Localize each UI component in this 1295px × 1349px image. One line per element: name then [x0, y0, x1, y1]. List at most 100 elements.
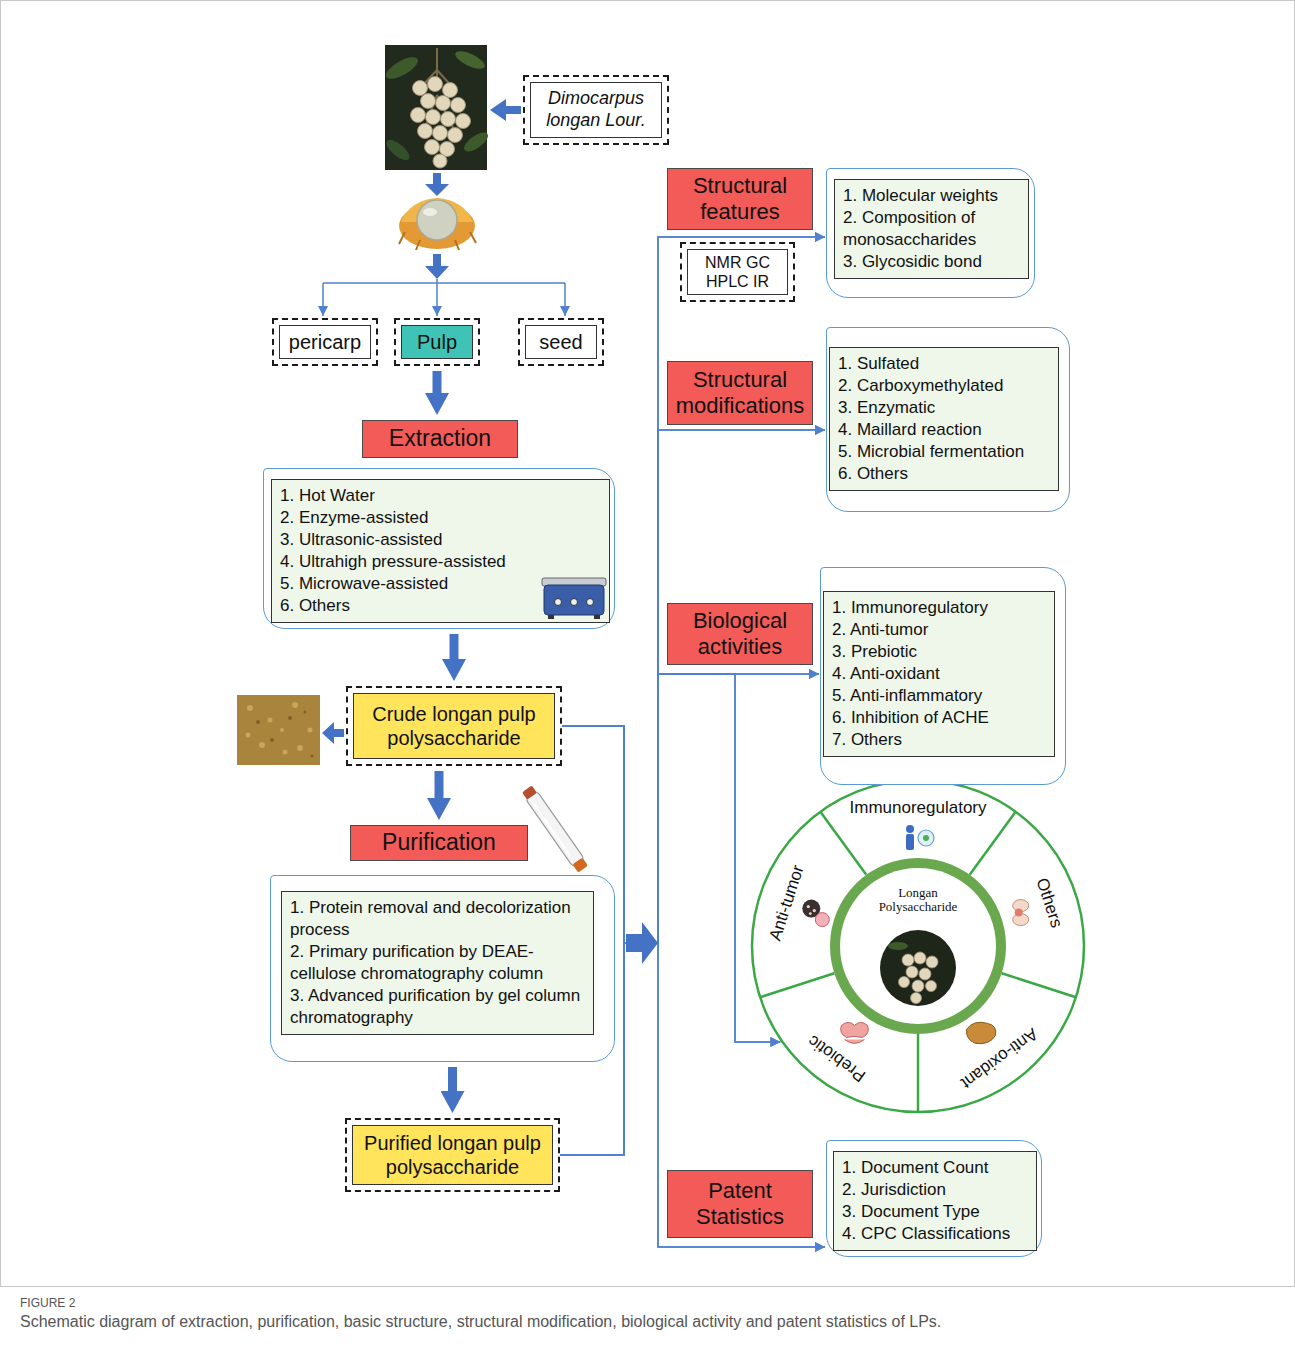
content-list: 1. Sulfated2. Carboxymethylated3. Enzyma… — [826, 327, 1070, 512]
column-tube — [521, 785, 589, 873]
wheel-drawing — [918, 830, 934, 846]
wheel-drawing — [752, 780, 1084, 1112]
header-text: Structural modifications — [670, 367, 810, 419]
box-text: Dimocarpus longan Lour. — [537, 88, 655, 131]
column-tube — [525, 790, 586, 868]
branch-lines — [436, 283, 438, 316]
branch-lines — [436, 279, 438, 283]
wheel-drawing — [888, 942, 908, 950]
column-tube — [533, 803, 570, 856]
longan-photo — [426, 110, 441, 125]
powder-photo — [237, 695, 320, 765]
list-item: 1. Document Count — [842, 1157, 1028, 1179]
ultrasonic-bath-icon — [571, 599, 578, 606]
segment-label: Anti-tumor — [765, 863, 808, 944]
box-fill: pericarp — [279, 325, 371, 359]
list-item: 3. Prebiotic — [832, 641, 1046, 663]
box-text: Crude longan pulp polysaccharide — [360, 702, 548, 750]
header-text: Extraction — [389, 425, 491, 452]
powder-photo — [270, 738, 274, 742]
list-item: 1. Sulfated — [838, 353, 1050, 375]
part-box: Pulp — [394, 318, 480, 366]
block-arrow — [626, 922, 658, 964]
powder-photo — [280, 728, 284, 732]
powder-photo — [308, 728, 313, 733]
wheel-drawing — [815, 913, 829, 927]
column-tube — [572, 858, 588, 873]
list-item: 5. Anti-inflammatory — [832, 685, 1046, 707]
figure-frame — [1, 1, 1295, 1287]
powder-photo — [288, 716, 292, 720]
list-item: 1. Molecular weights — [843, 185, 1020, 207]
ultrasonic-bath-icon — [594, 615, 600, 619]
box-text: NMR GC HPLC IR — [694, 253, 781, 291]
block-arrow — [435, 771, 444, 800]
box-fill: Crude longan pulp polysaccharide — [353, 693, 555, 759]
list-item: 2. Jurisdiction — [842, 1179, 1028, 1201]
wheel-drawing — [820, 812, 866, 875]
powder-photo — [246, 702, 313, 755]
list-item: 2. Primary purification by DEAE-cellulos… — [290, 941, 585, 985]
wheel-drawing — [880, 930, 956, 1006]
list-item: 5. Microbial fermentation — [838, 441, 1050, 463]
powder-photo — [292, 702, 298, 708]
caption: Schematic diagram of extraction, purific… — [20, 1313, 1270, 1331]
wheel-drawing — [802, 900, 829, 927]
ultrasonic-bath-icon — [555, 599, 562, 606]
list-item: 3. Ultrasonic-assisted — [280, 529, 601, 551]
wheel-drawing — [906, 825, 934, 850]
ultrasonic-bath-icon — [540, 576, 608, 620]
ultrasonic-bath-icon — [587, 599, 594, 606]
wheel-drawing — [926, 981, 937, 992]
powder-photo — [268, 718, 273, 723]
box-text: seed — [539, 330, 582, 354]
box-text: Pulp — [417, 330, 457, 354]
box-text: pericarp — [289, 330, 361, 354]
list-item: 4. Maillard reaction — [838, 419, 1050, 441]
opened-fruit — [399, 198, 476, 250]
method-box: NMR GC HPLC IR — [680, 242, 795, 302]
method-list: 1. Hot Water2. Enzyme-assisted3. Ultraso… — [263, 468, 615, 629]
wheel-drawing — [914, 952, 926, 964]
section-header: Biological activities — [667, 603, 813, 665]
step-header: Extraction — [362, 420, 518, 458]
header-text: Patent Statistics — [670, 1178, 810, 1230]
wheel-drawing — [1013, 900, 1029, 926]
list-item: 3. Glycosidic bond — [843, 251, 1020, 273]
powder-photo — [246, 733, 251, 738]
list-item: 1. Protein removal and decolorization pr… — [290, 897, 585, 941]
list-item: 3. Document Type — [842, 1201, 1028, 1223]
content-list: 1. Document Count2. Jurisdiction3. Docum… — [826, 1140, 1042, 1257]
segment-label: Prebiotic — [804, 1030, 869, 1085]
step-header: Purification — [350, 825, 528, 861]
header-text: Structural features — [670, 173, 810, 225]
wheel-drawing — [970, 812, 1016, 875]
list-item: 1. Hot Water — [280, 485, 601, 507]
longan-photo — [428, 77, 443, 92]
branch-lines — [323, 279, 565, 316]
longan-photo — [411, 108, 426, 123]
wheel-drawing — [809, 912, 812, 915]
wheel-drawing — [830, 858, 1006, 1034]
wheel-drawing — [807, 905, 810, 908]
longan-photo — [383, 136, 412, 163]
list-item: 5. Microwave-assisted — [280, 573, 601, 595]
list-item: 6. Others — [280, 595, 601, 617]
content-list: 1. Molecular weights2. Composition of mo… — [826, 168, 1035, 298]
box-text: Purified longan pulp polysaccharide — [359, 1131, 546, 1179]
wheel-drawing — [919, 968, 931, 980]
powder-photo — [283, 750, 288, 755]
segment-label: Others — [1032, 876, 1067, 931]
longan-photo — [448, 128, 463, 143]
section-header: Structural features — [667, 168, 813, 230]
wheel-drawing — [906, 966, 918, 978]
wheel-drawing — [966, 1022, 995, 1043]
list-panel: 1. Document Count2. Jurisdiction3. Docum… — [833, 1151, 1037, 1251]
wheel-drawing — [760, 973, 834, 997]
opened-fruit — [417, 200, 457, 240]
block-arrow — [448, 1067, 457, 1093]
longan-photo — [441, 112, 456, 127]
segment-label: Anti-oxidant — [957, 1023, 1041, 1092]
list-item: 2. Anti-tumor — [832, 619, 1046, 641]
